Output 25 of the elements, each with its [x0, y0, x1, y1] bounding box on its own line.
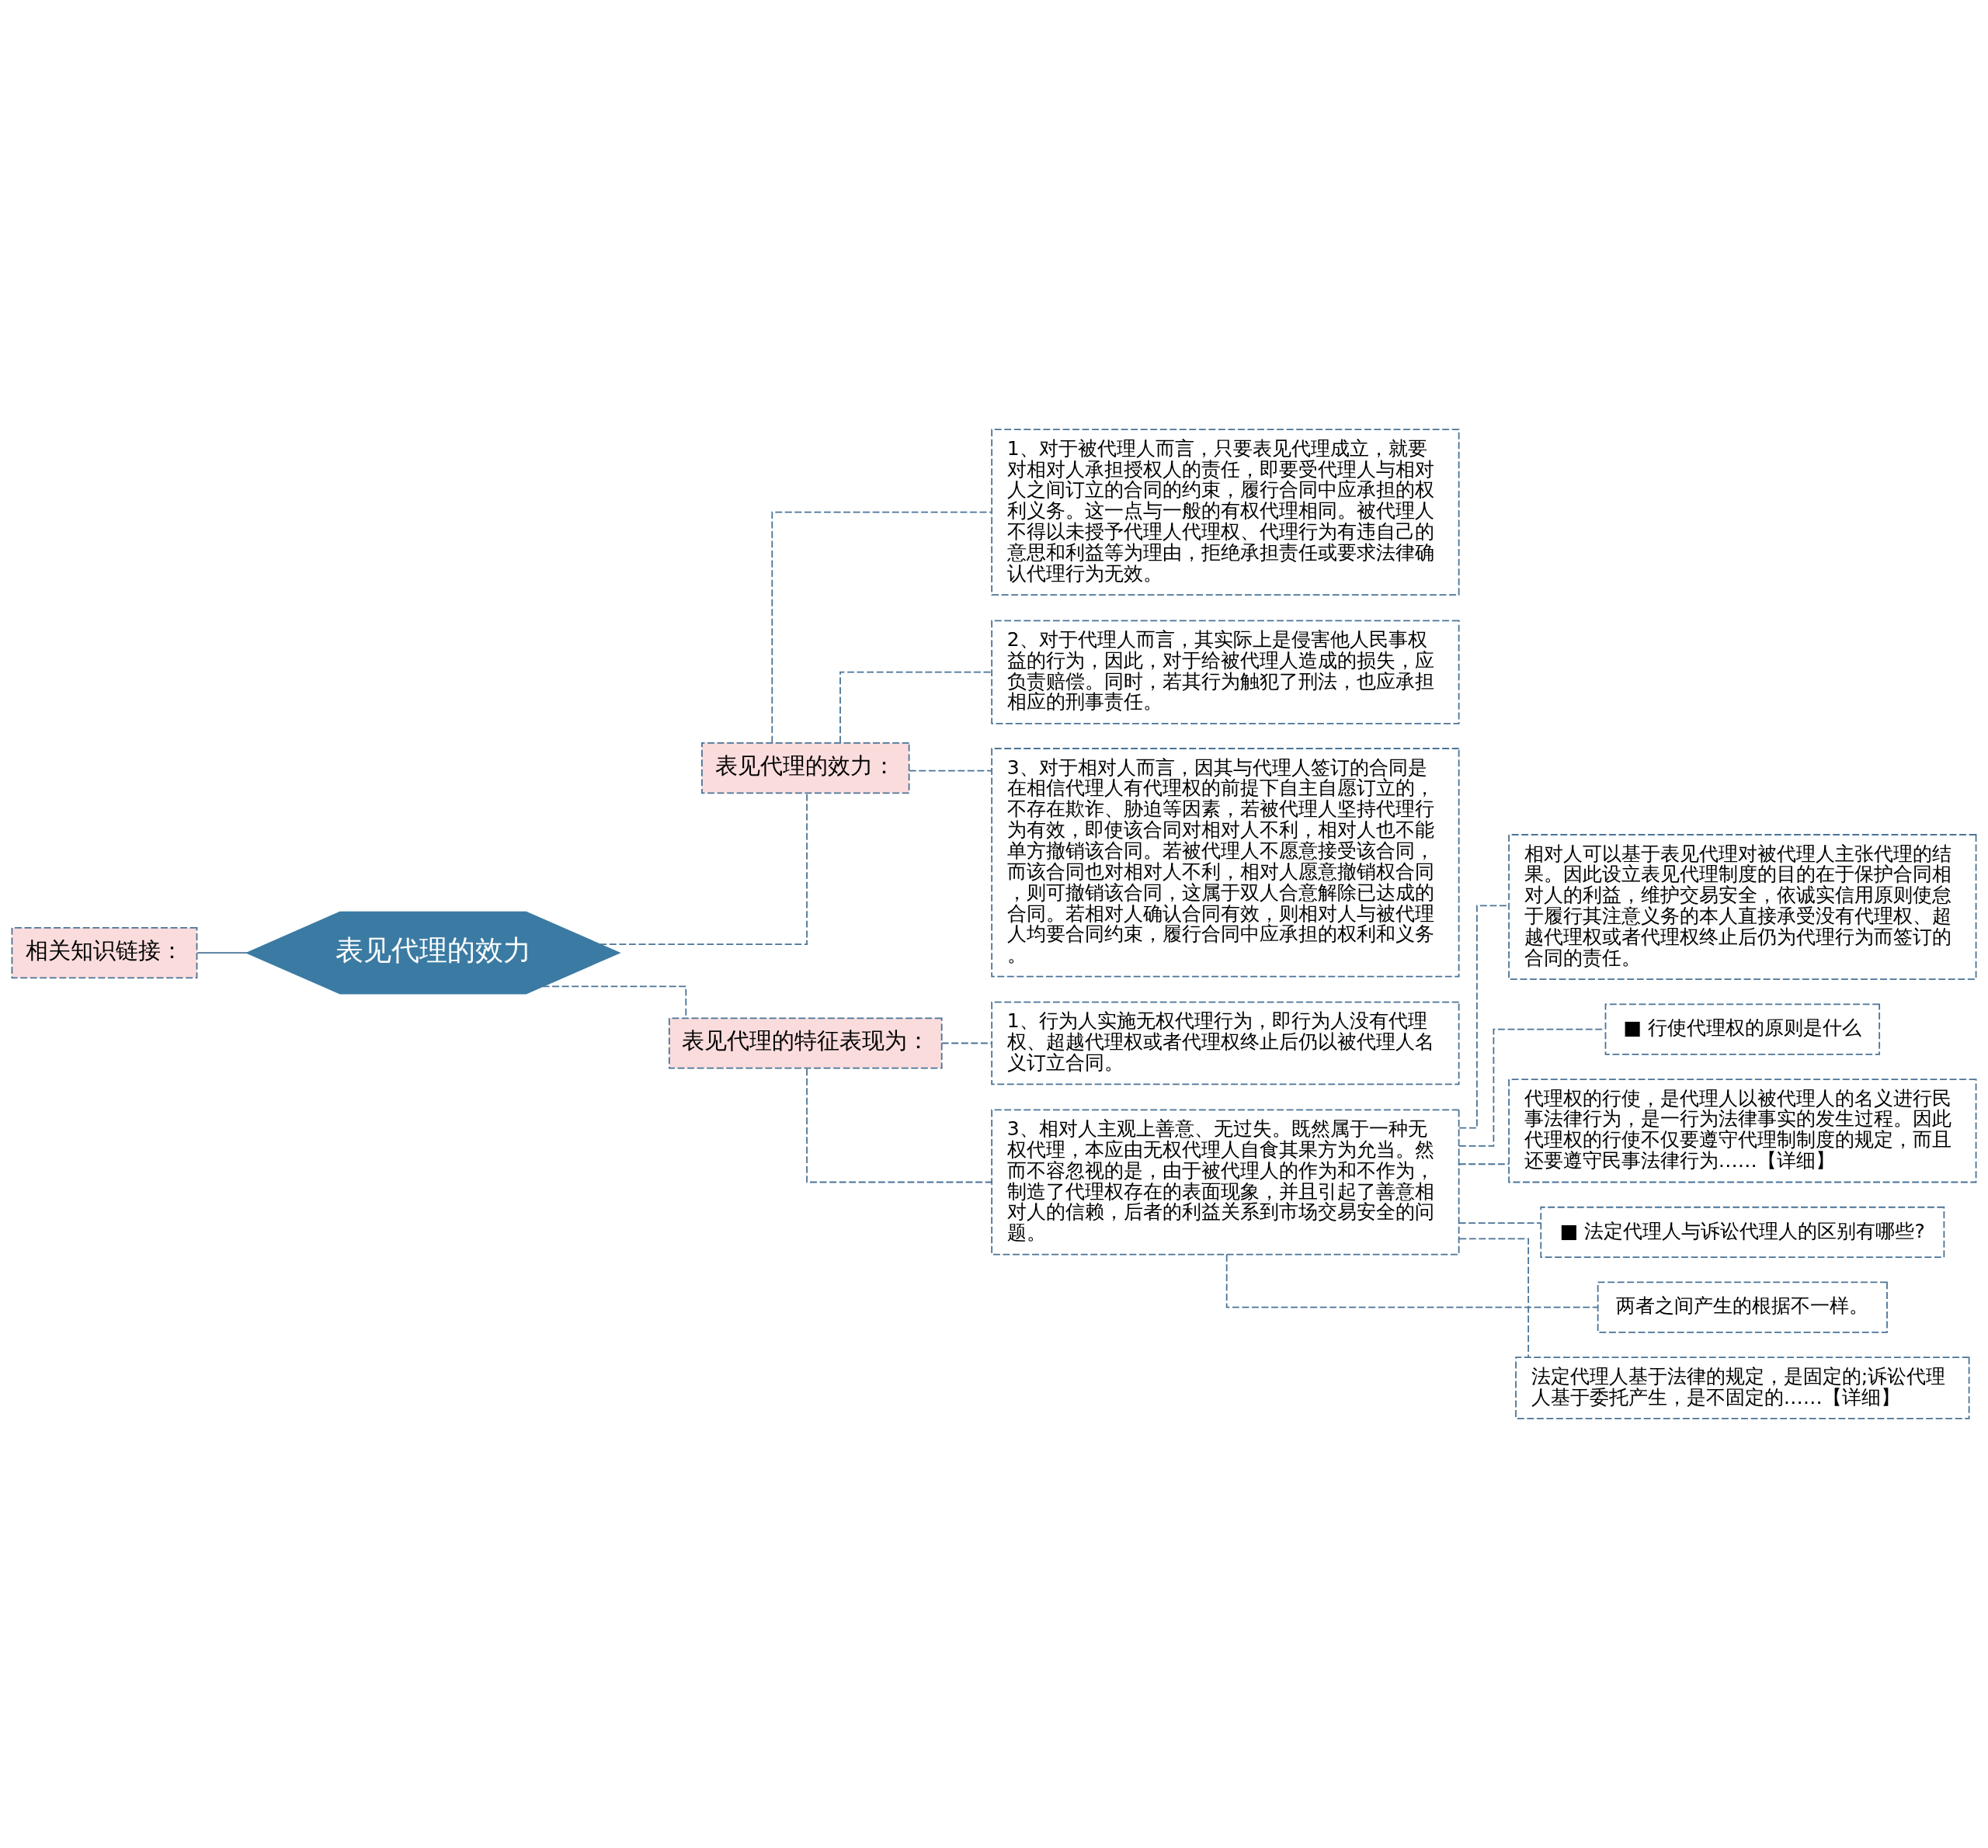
connector — [839, 671, 992, 744]
node-box: 两者之间产生的根据不一样。 — [1597, 1281, 1888, 1333]
connector — [1458, 1163, 1510, 1165]
connector — [599, 792, 808, 945]
connector — [1225, 1253, 1598, 1308]
node-box: 表见代理的特征表现为： — [668, 1017, 943, 1069]
node-box: 代理权的行使，是代理人以被代理人的名义进行民事法律行为，是一行为法律事实的发生过程。因此代理权的行使不仅要遵守代理制制度的规定，而且还要遵守民事法律行为……【详细】 — [1508, 1079, 1977, 1183]
node-box: 相关知识链接： — [11, 927, 198, 979]
node-box: 表见代理的效力： — [701, 742, 910, 794]
connector — [771, 511, 992, 744]
node-box: ■ 行使代理权的原则是什么 — [1604, 1003, 1881, 1055]
node-box: ■ 法定代理人与诉讼代理人的区别有哪些? — [1540, 1206, 1945, 1259]
connector — [909, 769, 992, 772]
node-box: 1、对于被代理人而言，只要表见代理成立，就要对相对人承担授权人的责任，即要受代理人与相对人之间订立的合同的约束，履行合同中应承担的权利义务。这一点与一般的有权代理相同。被代理人不得以未授予代理人代理权、代理行为有违自己的意思和利益等为理由，拒绝承担责任或要求法律确认代理行为无效。 — [991, 429, 1460, 596]
node-box: 3、对于相对人而言，因其与代理人签订的合同是在相信代理人有代理权的前提下自主自愿订立的，不存在欺诈、胁迫等因素，若被代理人坚持代理行为有效，即使该合同对相对人不利，相对人也不能单方撤销该合同。若被代理人不愿意接受该合同，而该合同也对相对人不利，相对人愿意撤销权合同，则可撤销该合同，这属于双人合意解除已达成的合同。若相对人确认合同有效，则相对人与被代理人均要合同约束，履行合同中应承担的权利和义务。 — [991, 748, 1460, 978]
connector — [1458, 1222, 1541, 1224]
connector — [806, 1068, 992, 1183]
connector — [940, 1042, 992, 1044]
node-box: 法定代理人基于法律的规定，是固定的;诉讼代理人基于委托产生，是不固定的……【详细】 — [1515, 1356, 1970, 1419]
node-box: 1、行为人实施无权代理行为，即行为人没有代理权、超越代理权或者代理权终止后仍以被代理人名义订立合同。 — [991, 1001, 1460, 1086]
node-box: 3、相对人主观上善意、无过失。既然属于一种无权代理，本应由无权代理人自食其果方为允当。然而不容忽视的是，由于被代理人的作为和不作为，制造了代理权存在的表面现象，并且引起了善意相对人的信赖，后者的利益关系到市场交易安全的问题。 — [991, 1109, 1460, 1256]
node-box: 相对人可以基于表见代理对被代理人主张代理的结果。因此设立表见代理制度的目的在于保护合同相对人的利益，维护交易安全，依诚实信用原则使怠于履行其注意义务的本人直接承受没有代理权、超越代理权或者代理权终止后仍为代理行为而签订的合同的责任。 — [1508, 834, 1977, 981]
connector — [196, 952, 248, 954]
node-box: 2、对于代理人而言，其实际上是侵害他人民事权益的行为，因此，对于给被代理人造成的损失，应负责赔偿。同时，若其行为触犯了刑法，也应承担相应的刑事责任。 — [991, 620, 1460, 724]
connector — [1458, 1238, 1530, 1358]
